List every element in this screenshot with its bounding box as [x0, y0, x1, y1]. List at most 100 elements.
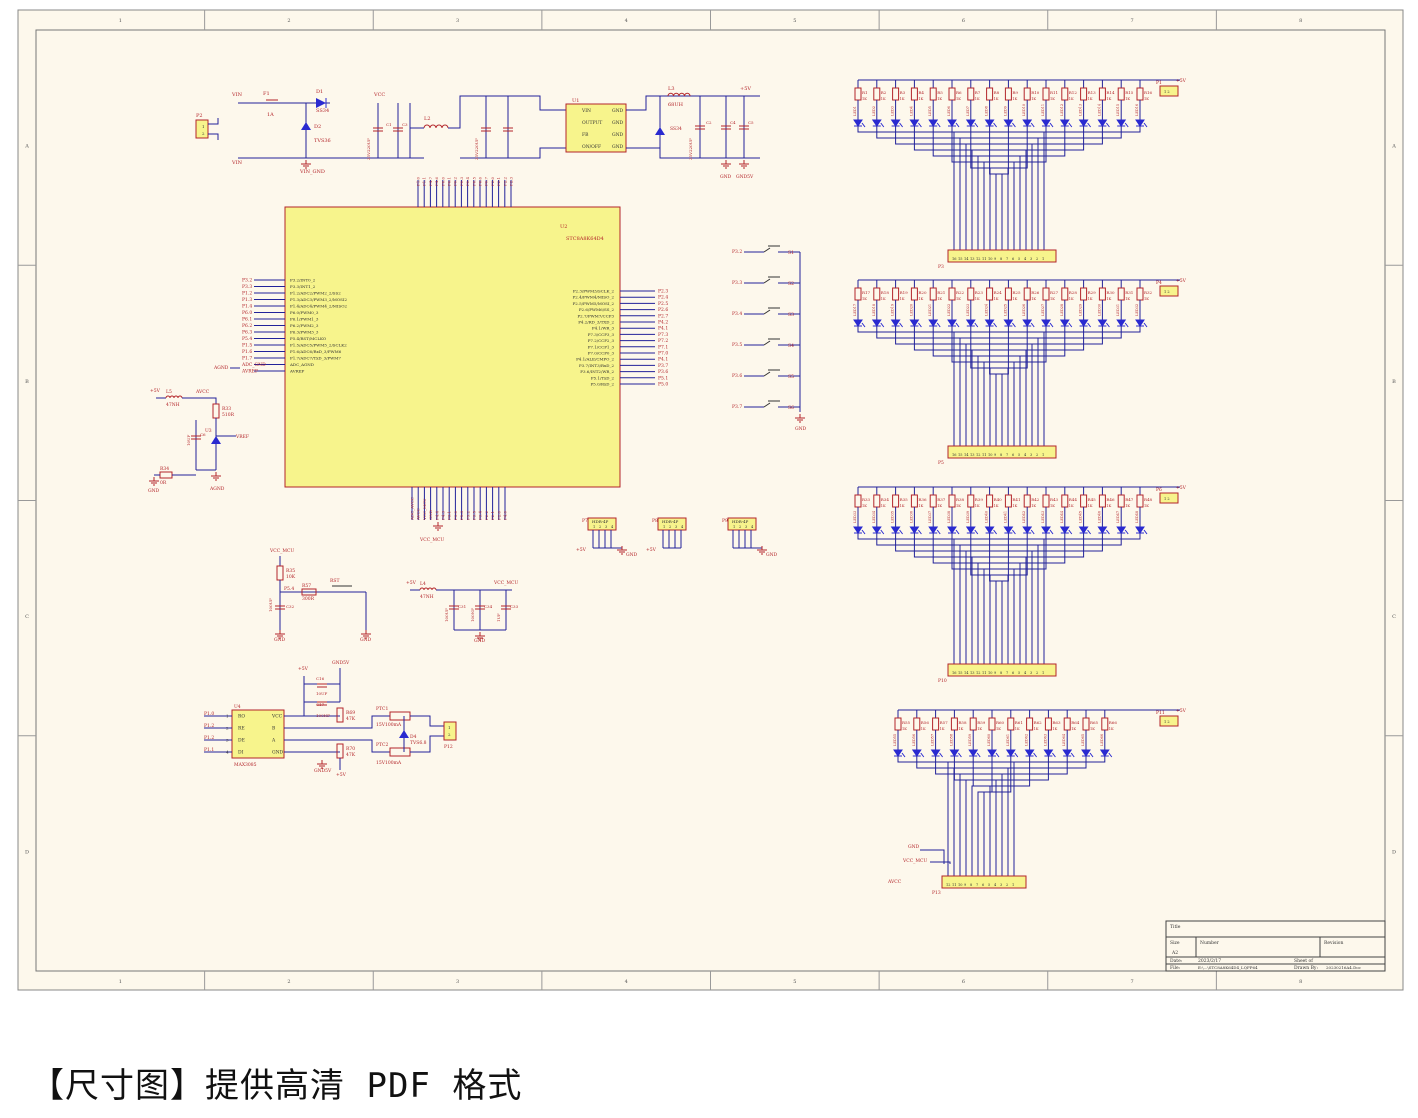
- cap-ref: C6: [200, 432, 206, 437]
- connector-ref: P4: [1156, 280, 1162, 286]
- led-ref: LED12: [1060, 104, 1064, 116]
- pin-number: 1 2: [1164, 90, 1170, 94]
- resistor-ref: R63: [1052, 720, 1061, 725]
- pin-number: 6: [982, 883, 984, 887]
- wire: [410, 735, 444, 753]
- mcu-left-net: P6.1: [242, 317, 252, 323]
- led-ray: [1087, 529, 1091, 535]
- mcu-left-pin: P6.3/PWM3_3: [290, 330, 319, 335]
- resistor-value: 1K: [1015, 727, 1020, 731]
- pin-number: 13: [970, 453, 974, 457]
- mcu-right-pin: P2.6/PWM6/SS_2: [579, 307, 615, 312]
- led-icon: [1041, 526, 1051, 534]
- resistor-ref: R11: [1050, 90, 1058, 95]
- resistor-value: 1K: [975, 297, 980, 301]
- mcu-top-net: P2.1: [496, 177, 501, 186]
- led-ref: LED24: [985, 303, 989, 316]
- header-pin: 3: [745, 525, 747, 529]
- inductor-value: 68UH: [668, 102, 684, 108]
- cap-value: 10UF: [316, 691, 327, 696]
- led-ref: LED33: [853, 511, 857, 523]
- wire: [410, 715, 444, 727]
- mcu-right-pin: P7.0/CCP0_3: [588, 351, 615, 356]
- pin-number: 2: [1036, 671, 1038, 675]
- rs485-pin: RE: [238, 726, 245, 732]
- resistor-value: 1K: [1050, 297, 1055, 301]
- pin-number: 11: [982, 257, 986, 261]
- gnd-label: GND: [720, 174, 732, 180]
- mcu-left-net: ADC_GND: [241, 362, 266, 368]
- led-ref: LED25: [1003, 304, 1007, 316]
- sheet-column-label: 8: [1299, 18, 1302, 24]
- resistor-value: 1K: [1069, 504, 1074, 508]
- led-ref: LED26: [1022, 304, 1026, 316]
- file-label: File:: [1170, 965, 1181, 971]
- led-ray: [899, 122, 903, 128]
- mcu-right-pin: P3.6/INT2/WR_2: [580, 369, 614, 374]
- led-ref: LED4: [909, 105, 913, 116]
- mcu-body: [284, 206, 621, 488]
- inductor-value: 47NH: [420, 594, 434, 600]
- vcc-mcu-label: VCC_MCU: [902, 858, 927, 864]
- pin-number: 16: [952, 257, 956, 261]
- resistor-ref: R58: [958, 720, 967, 725]
- led-icon: [984, 526, 995, 534]
- led-ray: [995, 752, 1000, 758]
- pin-number: 5: [1018, 257, 1020, 261]
- led-ray: [1030, 529, 1035, 535]
- led-icon: [853, 526, 863, 534]
- led-ref: LED43: [1041, 511, 1045, 523]
- header-ref: P7: [582, 518, 588, 524]
- led-icon: [909, 319, 920, 327]
- header-pin: 3: [605, 525, 607, 529]
- resistor-value: 1K: [956, 97, 961, 101]
- wire: [920, 849, 945, 864]
- tvs-value: TVS6.8: [410, 740, 427, 746]
- resistor-ref: R37: [937, 497, 946, 502]
- resistor-ref: R12: [1069, 90, 1078, 95]
- pin-number: 6: [1012, 257, 1014, 261]
- button-contact: [763, 402, 771, 408]
- resistor-ref: R25: [1012, 290, 1021, 295]
- resistor-ref: R16: [1144, 90, 1153, 95]
- pin-number: 9: [994, 453, 996, 457]
- mcu-left-pin: P6.1/PWM1_3: [290, 317, 319, 322]
- cap-ref: C2: [706, 120, 712, 125]
- date-label: Date:: [1170, 958, 1183, 964]
- led-ref: LED56: [912, 734, 916, 746]
- diode-icon: [655, 127, 665, 135]
- sheet-row-label: A: [24, 144, 29, 150]
- net-5v-label: +5V: [406, 580, 417, 586]
- inductor-ref: L2: [424, 116, 431, 122]
- pin-number: 5: [988, 883, 990, 887]
- regulator-pin-label: GND: [612, 108, 624, 114]
- resistor-ref: R60: [996, 720, 1005, 725]
- sheet-column-label: 4: [625, 18, 628, 24]
- led-ref: LED28: [1060, 304, 1064, 316]
- mcu-left-net: P6.2: [242, 323, 252, 329]
- led-ray: [1049, 122, 1054, 128]
- led-icon: [947, 526, 957, 534]
- led-ray: [958, 752, 962, 758]
- pin-number: 2: [226, 726, 229, 731]
- resistor-value: 1K: [1012, 97, 1017, 101]
- resistor-ref: R33: [222, 406, 231, 412]
- led-icon: [928, 319, 939, 327]
- mcu-right-net: P4.1: [658, 357, 668, 363]
- led-ref: LED61: [1006, 734, 1010, 746]
- led-ray: [1106, 529, 1110, 535]
- led-power-connector: [1159, 285, 1179, 297]
- resistor-value: 1K: [1031, 97, 1036, 101]
- mcu-right-pin: P7.1/CCP1_3: [588, 344, 615, 349]
- led-ref: LED19: [891, 304, 895, 316]
- led-icon: [1097, 526, 1108, 534]
- resistor-ref: R42: [1031, 497, 1040, 502]
- resistor-ref: R55: [902, 720, 911, 725]
- resistor-ref: R33: [862, 497, 871, 502]
- mcu-right-net: P2.5: [658, 301, 668, 307]
- led-icon: [1099, 749, 1110, 757]
- revision-label: Revision: [1324, 940, 1343, 946]
- resistor-value: 1K: [862, 97, 867, 101]
- resistor-value: 1K: [956, 504, 961, 508]
- led-icon: [1135, 319, 1145, 327]
